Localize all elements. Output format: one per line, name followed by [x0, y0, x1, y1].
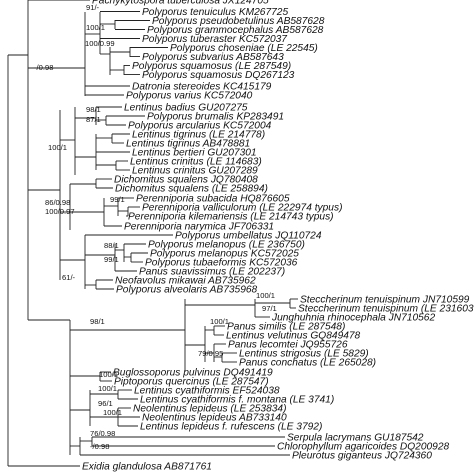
support-value: 61/-	[62, 273, 76, 282]
taxon-label: Exidia glandulosa AB871761	[82, 462, 212, 473]
taxon-label: Polyporus arcularius KC572004	[128, 121, 272, 132]
taxon-label: Lentinus velutinus GQ849478	[226, 331, 361, 342]
taxon-label: Polyporus squamosus DQ267123	[142, 70, 295, 81]
taxon-label: Lentinus lepideus f. rufescens (LE 3792)	[140, 422, 322, 433]
taxon-label: Polyporus alveolaris AB735968	[116, 285, 258, 296]
taxon-label: Lentinus bertieri GU207301	[132, 148, 257, 159]
support-value: 86/0.98	[45, 198, 70, 207]
taxon-label: Polyporus tubaeformis KC572036	[145, 258, 298, 269]
support-value: 100/1	[103, 408, 122, 417]
support-value: 91/-	[86, 3, 100, 12]
support-value: 99/1	[110, 195, 125, 204]
support-value: 96/1	[98, 399, 113, 408]
support-value: 76/0.98	[90, 429, 115, 438]
taxon-label: Pachykytospora tuberculosa JX124705	[92, 0, 269, 7]
taxon-label: Lentinus tigrinus AB478881	[126, 139, 250, 150]
taxon-label: Polyporus tuberaster KC572037	[142, 34, 287, 45]
support-value: 87/1	[86, 115, 101, 124]
taxon-label: Polyporus choseniae (LE 22545)	[170, 43, 318, 54]
taxon-labels: Pachykytospora tuberculosa JX124705Polyp…	[82, 0, 474, 473]
taxon-label: Polyporus squamosus (LE 287549)	[132, 61, 291, 72]
taxon-label: Lentinus cyathiformis f. montana (LE 374…	[140, 395, 334, 406]
taxon-label: Polyporus brumalis KP283491	[147, 112, 284, 123]
taxon-label: Panus lecomtei JQ955726	[228, 340, 348, 351]
taxon-label: Pleurotus giganteus JQ724360	[292, 451, 432, 462]
taxon-label: Junghuhnia rhinocephala JN710562	[271, 313, 435, 324]
taxon-label: Chlorophyllum agaricoides DQ200928	[277, 442, 449, 453]
support-value: 97/1	[262, 304, 277, 313]
taxon-label: Polyporus umbellatus JQ110724	[175, 231, 322, 242]
taxon-label: Polyporus tenuiculus KM267725	[142, 7, 288, 18]
support-value: 100/0.97	[45, 207, 75, 216]
taxon-label: Polyporus pseudobetulinus AB587628	[152, 16, 325, 27]
taxon-label: Polyporus subvarius AB587643	[142, 52, 284, 63]
support-value: 100/1	[99, 370, 118, 379]
tree-branches	[7, 0, 298, 467]
taxon-label: Serpula lacrymans GU187542	[287, 433, 424, 444]
support-value: 100/1	[256, 291, 275, 300]
taxon-label: Perenniporia kilemariensis (LE 214743 ty…	[128, 212, 334, 223]
support-value: 98/1	[90, 317, 105, 326]
support-value: 100/1	[210, 317, 229, 326]
taxon-label: Datronia stereoides KC415179	[132, 82, 272, 93]
taxon-label: Polyporus melanopus (LE 236750)	[148, 240, 305, 251]
support-value: -/0.98	[90, 442, 109, 451]
taxon-label: Steccherinum tenuispinum (LE 231603 typu…	[298, 304, 474, 315]
taxon-label: Buglossoporus pulvinus DQ491419	[113, 368, 273, 379]
support-value: 100/1	[98, 384, 117, 393]
support-value: 79/0.95	[198, 349, 223, 358]
support-value: 100/1	[86, 23, 105, 32]
taxon-label: Perenniporia subacida HQ876605	[136, 194, 290, 205]
support-value: 88/1	[104, 241, 119, 250]
taxon-label: Lentinus badius GU207275	[124, 103, 248, 114]
taxon-label: Perenniporia valliculorum (LE 222974 typ…	[142, 203, 342, 214]
taxon-label: Neolentinus lepideus (LE 253834)	[133, 404, 286, 415]
taxon-label: Piptoporus quercinus (LE 287547)	[114, 377, 269, 388]
taxon-label: Lentinus crinitus GU207289	[132, 166, 258, 177]
support-value: -/0.98	[34, 63, 53, 72]
taxon-label: Neofavolus mikawai AB735962	[115, 276, 256, 287]
taxon-label: Perenniporia narymica JF706331	[124, 222, 274, 233]
support-value: 98/1	[86, 105, 101, 114]
support-values: 91/-100/1100/0.99-/0.9898/187/1100/186/0…	[34, 3, 277, 451]
taxon-label: Dichomitus squalens JQ780408	[114, 175, 258, 186]
taxon-label: Lentinus strigosus (LE 5829)	[239, 349, 369, 360]
taxon-label: Steccherinum tenuispinum JN710599	[300, 295, 470, 306]
taxon-label: Lentinus tigrinus (LE 214778)	[132, 130, 265, 141]
taxon-label: Polyporus grammocephalus AB587628	[147, 25, 324, 36]
taxon-label: Lentinus cyathiformis EF524038	[134, 386, 280, 397]
taxon-label: Lentinus crinitus (LE 114683)	[130, 157, 262, 168]
support-value: 100/1	[48, 143, 67, 152]
taxon-label: Neolentinus lepideus AB733140	[142, 413, 287, 424]
support-value: 99/1	[104, 255, 119, 264]
taxon-label: Dichomitus squalens (LE 258894)	[115, 184, 268, 195]
taxon-label: Polyporus melanopus KC572025	[150, 249, 299, 260]
taxon-label: Panus similis (LE 287548)	[227, 322, 345, 333]
support-value: 100/0.99	[85, 39, 115, 48]
taxon-label: Panus conchatus (LE 265028)	[239, 358, 376, 369]
taxon-label: Panus suavissimus (LE 202237)	[139, 267, 285, 278]
taxon-label: Polyporus varius KC572040	[126, 91, 253, 102]
